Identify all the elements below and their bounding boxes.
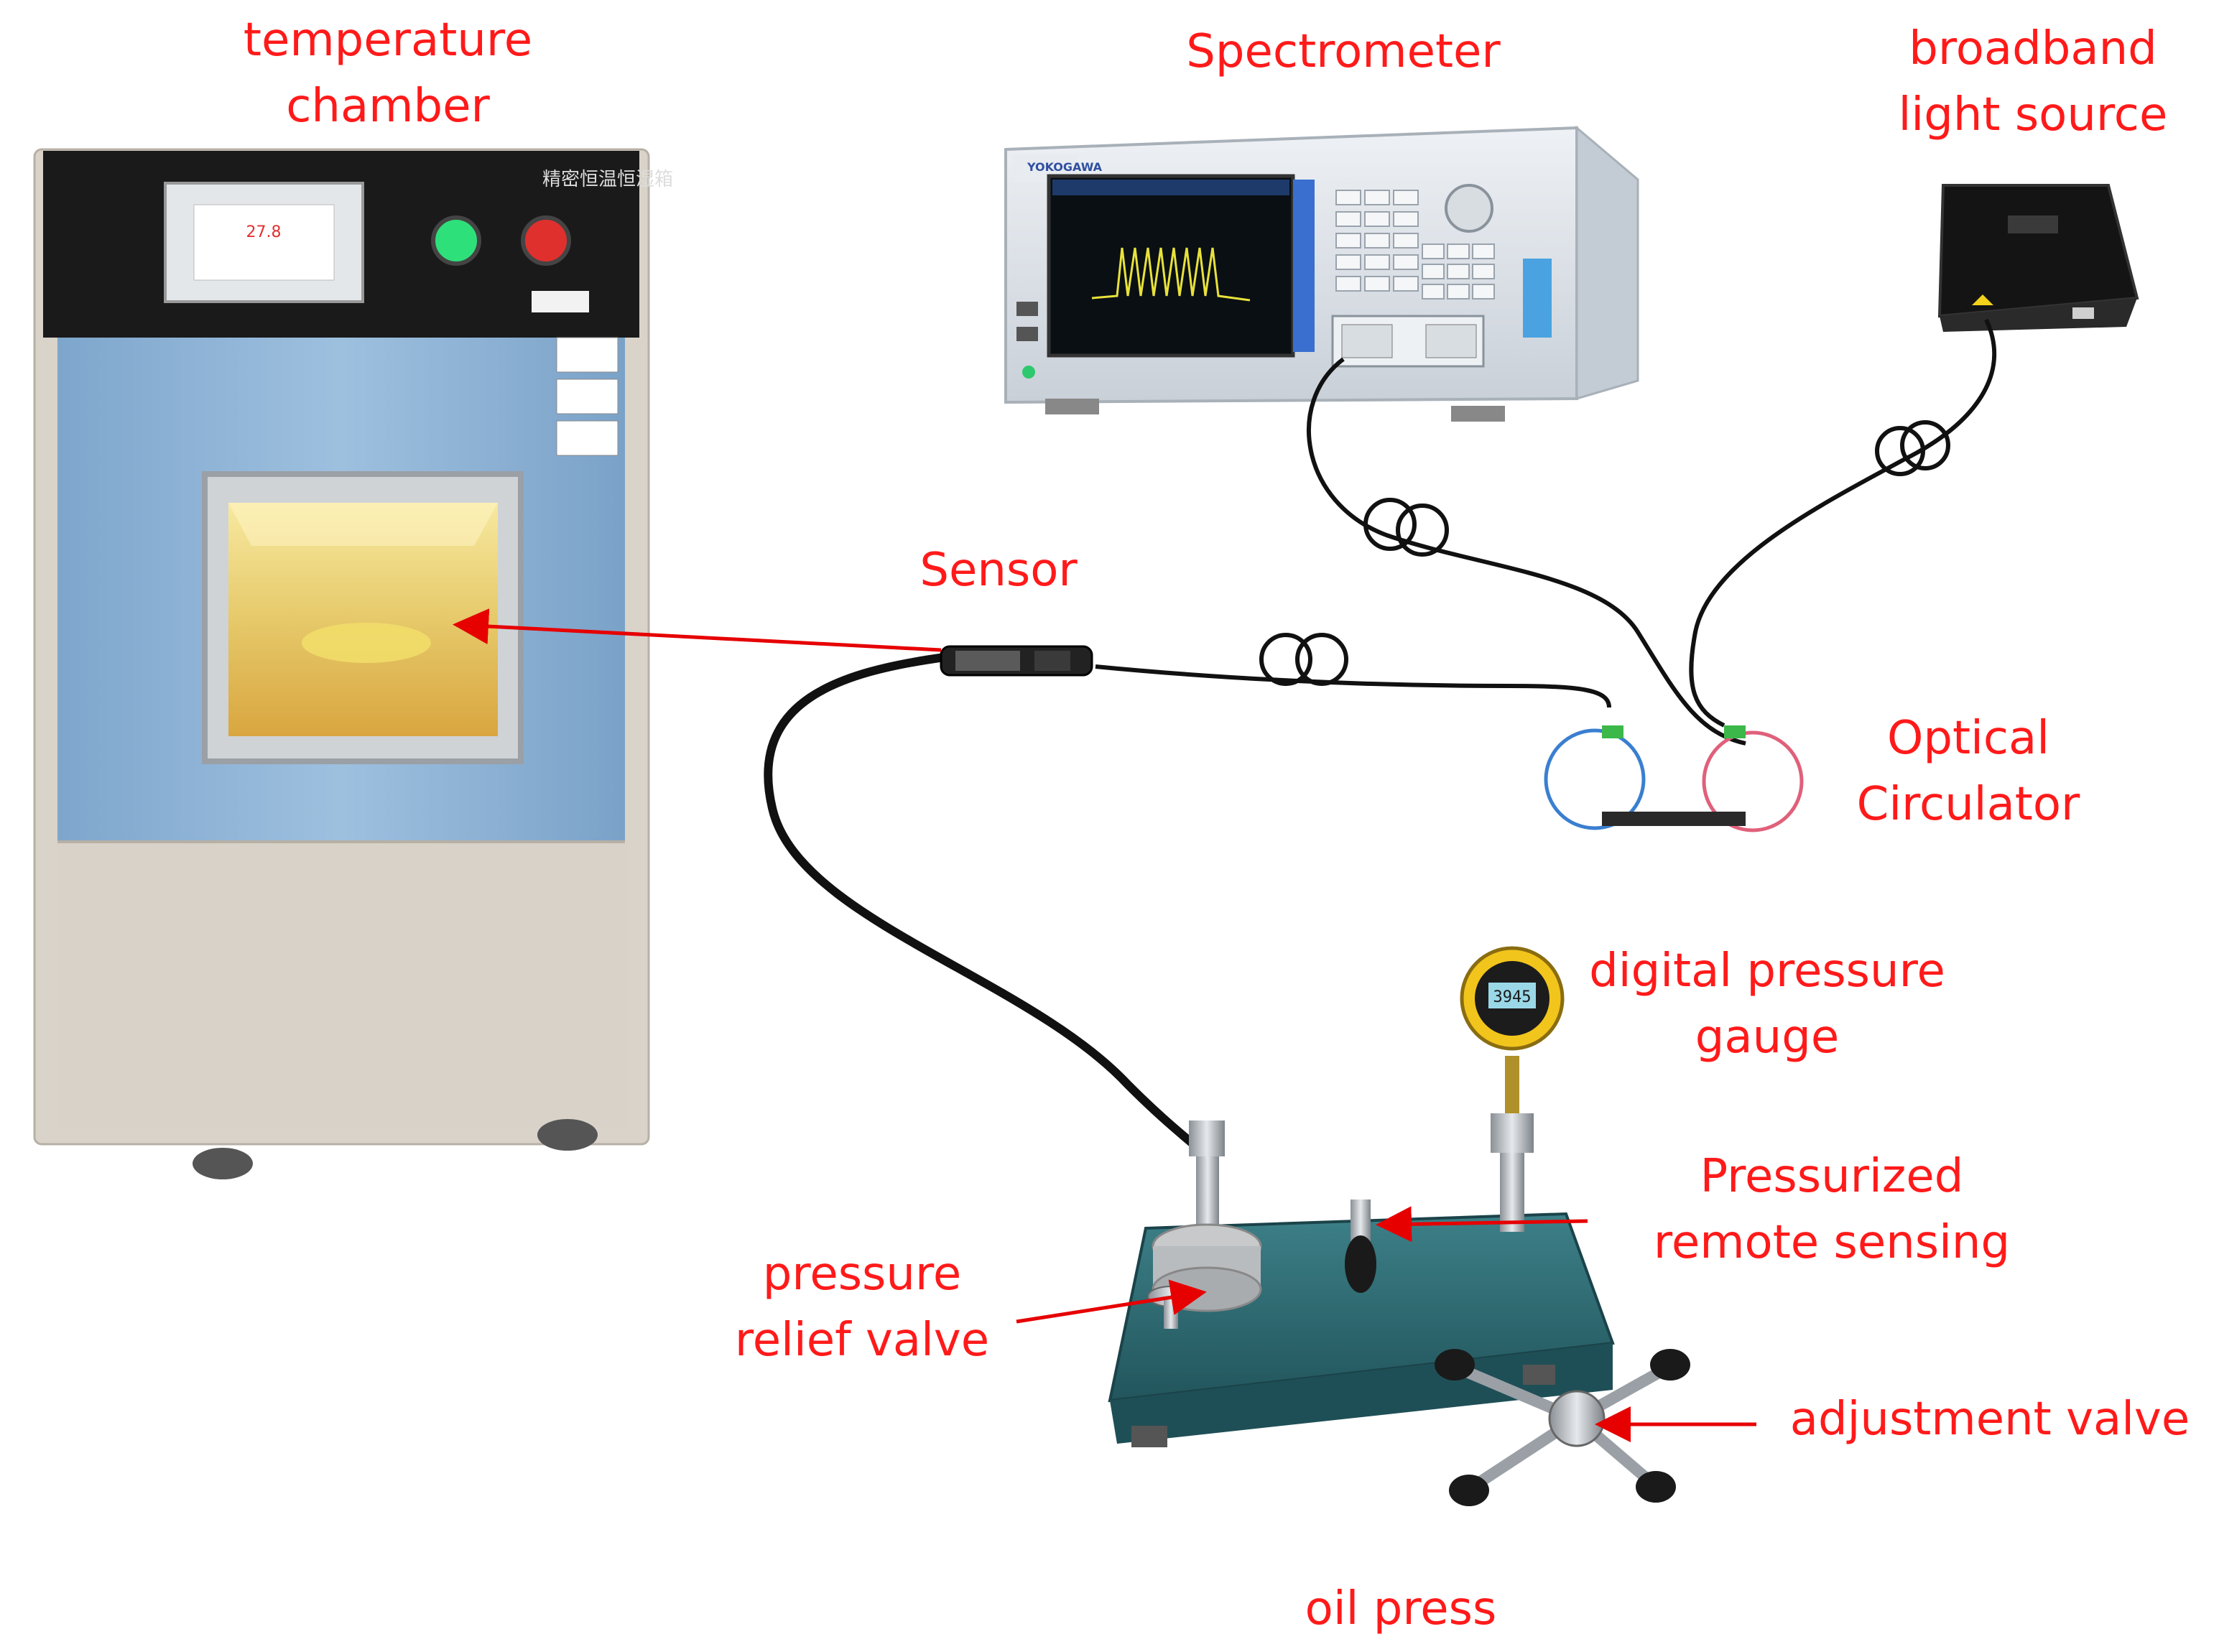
label-line: remote sensing	[1653, 1216, 2011, 1269]
label-line: relief valve	[734, 1314, 990, 1367]
label-line: Sensor	[919, 544, 1078, 597]
label-spectrometer: Spectrometer	[1149, 19, 1537, 85]
label-line: digital pressure	[1589, 945, 1945, 998]
optical-fibers	[764, 318, 1997, 1152]
label-line: temperature	[243, 14, 533, 67]
arrow-pressure-relief-valve	[1016, 1279, 1207, 1324]
temperature-chamber: 27.8 精密恒温恒湿箱	[33, 148, 673, 1179]
label-adjustment-valve: adjustment valve	[1767, 1386, 2213, 1452]
arrow-pressurized-remote-sensing	[1376, 1206, 1588, 1243]
label-line: adjustment valve	[1789, 1393, 2190, 1446]
label-pressure-relief-valve: pressure relief valve	[697, 1241, 1027, 1373]
fiber-coil	[1900, 420, 1950, 470]
fiber-sensor-to-circulator	[1095, 664, 1611, 708]
chamber-nameplate	[532, 291, 589, 312]
spectrometer-fiber-port	[1341, 324, 1393, 358]
circulator-body	[1602, 812, 1746, 826]
chamber-brand-text: 精密恒温恒湿箱	[542, 169, 673, 190]
label-line: oil press	[1305, 1582, 1497, 1635]
label-pressurized-remote-sensing: Pressurized remote sensing	[1609, 1143, 2054, 1276]
hydraulic-hose	[764, 653, 1202, 1152]
label-line: pressure	[762, 1248, 962, 1301]
label-broadband-light-source: broadband light source	[1868, 16, 2198, 148]
gauge-lcd	[1488, 983, 1536, 1008]
spectrometer-brand-text: YOKOGAWA	[1027, 160, 1103, 174]
fiber-coil	[1875, 426, 1925, 476]
pointer-arrows	[453, 608, 1756, 1442]
chamber-run-button	[431, 215, 481, 266]
gauge-display-value: 3945	[1493, 988, 1532, 1006]
digital-pressure-gauge: 3945	[1460, 946, 1565, 1051]
chamber-stop-button	[521, 215, 571, 266]
spectrometer-fiber-port	[1425, 324, 1477, 358]
label-line: gauge	[1695, 1011, 1840, 1064]
arrow-sensor	[453, 608, 942, 652]
chamber-warning-sticker	[556, 420, 619, 456]
fiber-spectrometer-to-circulator	[1307, 357, 1746, 746]
label-sensor: Sensor	[884, 537, 1113, 603]
label-line: light source	[1898, 88, 2168, 141]
fiber-coil	[1363, 498, 1417, 551]
chamber-warning-sticker	[556, 337, 619, 373]
label-line: Pressurized	[1700, 1150, 1964, 1203]
label-digital-pressure-gauge: digital pressure gauge	[1559, 938, 1975, 1070]
label-optical-circulator: Optical Circulator	[1817, 705, 2119, 837]
chamber-display-value: 27.8	[246, 223, 282, 241]
label-line: broadband	[1909, 22, 2157, 75]
label-line: Circulator	[1856, 778, 2080, 831]
label-line: Spectrometer	[1186, 25, 1501, 78]
label-oil-press: oil press	[1257, 1576, 1544, 1642]
optical-circulator	[1544, 725, 1804, 832]
oil-press	[1108, 1056, 1690, 1506]
label-temperature-chamber: temperature chamber	[216, 7, 560, 139]
fiber-lightsource-to-circulator	[1689, 318, 1997, 728]
label-line: Optical	[1886, 712, 2050, 765]
broadband-light-source	[1937, 184, 2139, 332]
spectrometer-trace	[1091, 247, 1251, 302]
spectrometer: YOKOGAWA	[1004, 125, 1639, 422]
label-line: chamber	[286, 80, 490, 133]
pressurized-remote-sensing-knob	[1345, 1199, 1376, 1293]
sensor-probe	[940, 645, 1093, 677]
laser-warning-icon	[1972, 294, 1993, 305]
fiber-coil	[1259, 633, 1312, 686]
spectrometer-knob	[1445, 184, 1493, 233]
fiber-coil	[1396, 504, 1449, 557]
chamber-warning-sticker	[556, 379, 619, 414]
fiber-coil	[1295, 633, 1348, 686]
